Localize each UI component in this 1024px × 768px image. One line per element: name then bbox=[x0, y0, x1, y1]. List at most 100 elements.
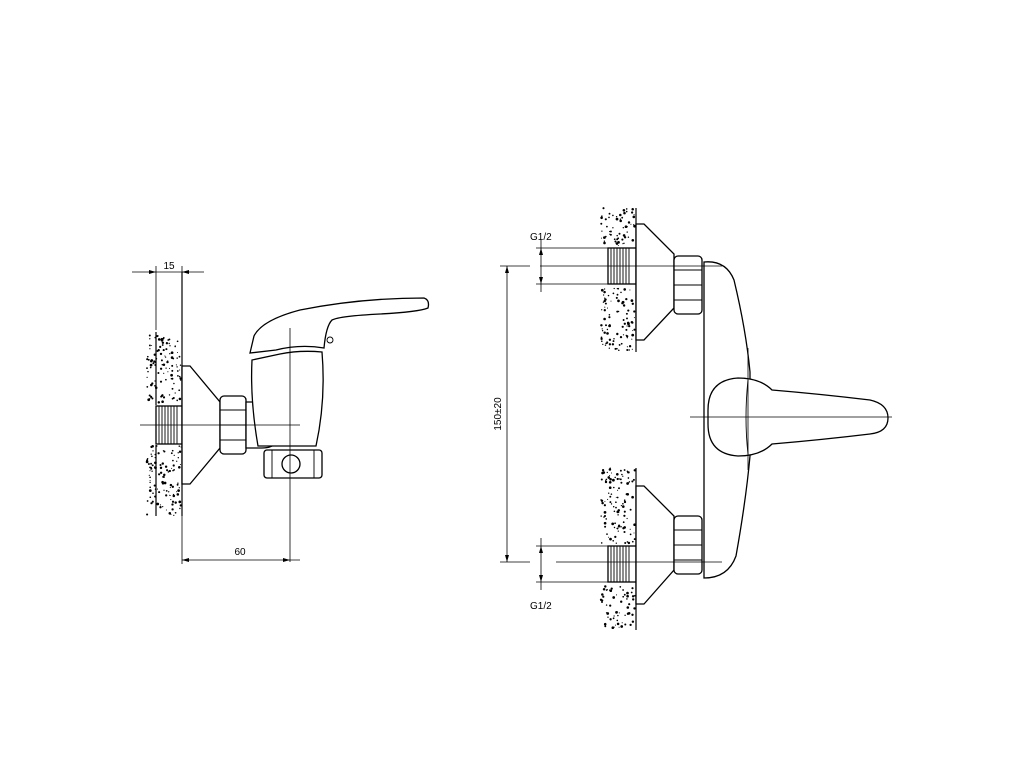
speckle-dot bbox=[622, 527, 625, 530]
speckle-dot bbox=[618, 232, 621, 235]
speckle-dot bbox=[621, 325, 624, 328]
speckle-dot bbox=[174, 345, 177, 348]
speckle-dot bbox=[175, 364, 177, 366]
speckle-dot bbox=[177, 375, 179, 377]
speckle-dot bbox=[178, 450, 182, 454]
speckle-dot bbox=[154, 453, 157, 456]
speckle-dot bbox=[631, 333, 635, 337]
speckle-dot bbox=[613, 526, 616, 529]
speckle-dot bbox=[623, 322, 626, 325]
speckle-dot bbox=[623, 593, 626, 596]
speckle-dot bbox=[633, 538, 636, 541]
speckle-dot bbox=[165, 348, 168, 351]
speckle-dot bbox=[604, 501, 606, 503]
speckle-dot bbox=[611, 626, 615, 629]
speckle-dot bbox=[172, 464, 175, 467]
speckle-dot bbox=[148, 398, 151, 400]
speckle-dot bbox=[609, 618, 612, 621]
speckle-dot bbox=[605, 479, 607, 481]
speckle-dot bbox=[606, 332, 609, 335]
speckle-dot bbox=[618, 487, 620, 490]
speckle-dot bbox=[154, 336, 157, 339]
front-wall-speckle-top-b bbox=[600, 287, 636, 352]
speckle-dot bbox=[178, 389, 181, 392]
side-lever-handle bbox=[249, 297, 430, 354]
speckle-dot bbox=[629, 289, 631, 291]
speckle-dot bbox=[633, 224, 636, 228]
speckle-dot bbox=[633, 328, 636, 331]
speckle-dot bbox=[602, 343, 604, 346]
speckle-dot bbox=[620, 625, 624, 628]
speckle-dot bbox=[619, 478, 622, 481]
speckle-dot bbox=[619, 213, 622, 217]
speckle-dot bbox=[631, 587, 634, 590]
speckle-dot bbox=[601, 309, 603, 311]
speckle-dot bbox=[628, 349, 630, 351]
speckle-dot bbox=[146, 385, 149, 388]
speckle-dot bbox=[627, 477, 630, 479]
speckle-dot bbox=[148, 344, 151, 347]
front-wall-speckle-bottom-a bbox=[600, 467, 637, 545]
speckle-dot bbox=[159, 471, 163, 475]
speckle-dot bbox=[152, 362, 155, 365]
speckle-dot bbox=[155, 357, 158, 360]
speckle-dot bbox=[609, 604, 612, 607]
speckle-dot bbox=[154, 360, 156, 362]
speckle-dot bbox=[609, 233, 612, 236]
speckle-dot bbox=[159, 380, 163, 383]
speckle-dot bbox=[170, 514, 172, 515]
speckle-dot bbox=[629, 623, 632, 627]
speckle-dot bbox=[149, 476, 151, 479]
speckle-dot bbox=[631, 302, 634, 305]
speckle-dot bbox=[616, 238, 619, 241]
speckle-dot bbox=[612, 478, 615, 482]
speckle-dot bbox=[160, 395, 163, 398]
speckle-dot bbox=[148, 474, 150, 476]
speckle-dot bbox=[609, 230, 612, 233]
speckle-dot bbox=[623, 288, 626, 291]
front-lever-contour bbox=[745, 379, 749, 455]
speckle-dot bbox=[632, 478, 635, 481]
speckle-dot bbox=[620, 505, 623, 507]
speckle-dot bbox=[173, 382, 175, 385]
speckle-dot bbox=[179, 507, 181, 510]
speckle-dot bbox=[623, 499, 626, 502]
side-wall-section bbox=[145, 272, 183, 517]
speckle-dot bbox=[161, 341, 165, 345]
speckle-dot bbox=[604, 480, 608, 484]
speckle-dot bbox=[631, 595, 635, 598]
speckle-dot bbox=[603, 317, 606, 321]
speckle-dot bbox=[160, 359, 163, 362]
speckle-dot bbox=[170, 499, 172, 501]
speckle-dot bbox=[161, 482, 165, 485]
speckle-dot bbox=[176, 351, 179, 354]
side-dim-projection: 60 bbox=[181, 516, 300, 564]
speckle-dot bbox=[617, 530, 619, 532]
speckle-dot bbox=[174, 392, 176, 394]
speckle-dot bbox=[612, 486, 615, 489]
speckle-dot bbox=[617, 299, 620, 303]
speckle-dot bbox=[146, 458, 149, 460]
speckle-dot bbox=[601, 471, 604, 475]
speckle-dot bbox=[609, 537, 612, 541]
speckle-dot bbox=[605, 604, 608, 606]
speckle-dot bbox=[619, 469, 622, 472]
speckle-dot bbox=[628, 345, 632, 348]
speckle-dot bbox=[146, 367, 148, 370]
speckle-dot bbox=[600, 216, 603, 220]
speckle-dot bbox=[603, 511, 607, 514]
speckle-dot bbox=[622, 334, 625, 336]
speckle-dot bbox=[604, 235, 607, 238]
speckle-dot bbox=[618, 343, 621, 346]
speckle-dot bbox=[149, 338, 151, 340]
speckle-dot bbox=[176, 399, 179, 402]
speckle-dot bbox=[147, 463, 150, 465]
speckle-dot bbox=[150, 359, 154, 362]
speckle-dot bbox=[173, 514, 175, 517]
speckle-dot bbox=[149, 486, 151, 489]
speckle-dot bbox=[146, 500, 149, 502]
side-aerator-outlet bbox=[263, 449, 323, 479]
speckle-dot bbox=[602, 595, 605, 598]
speckle-dot bbox=[158, 473, 161, 476]
speckle-dot bbox=[170, 377, 173, 380]
